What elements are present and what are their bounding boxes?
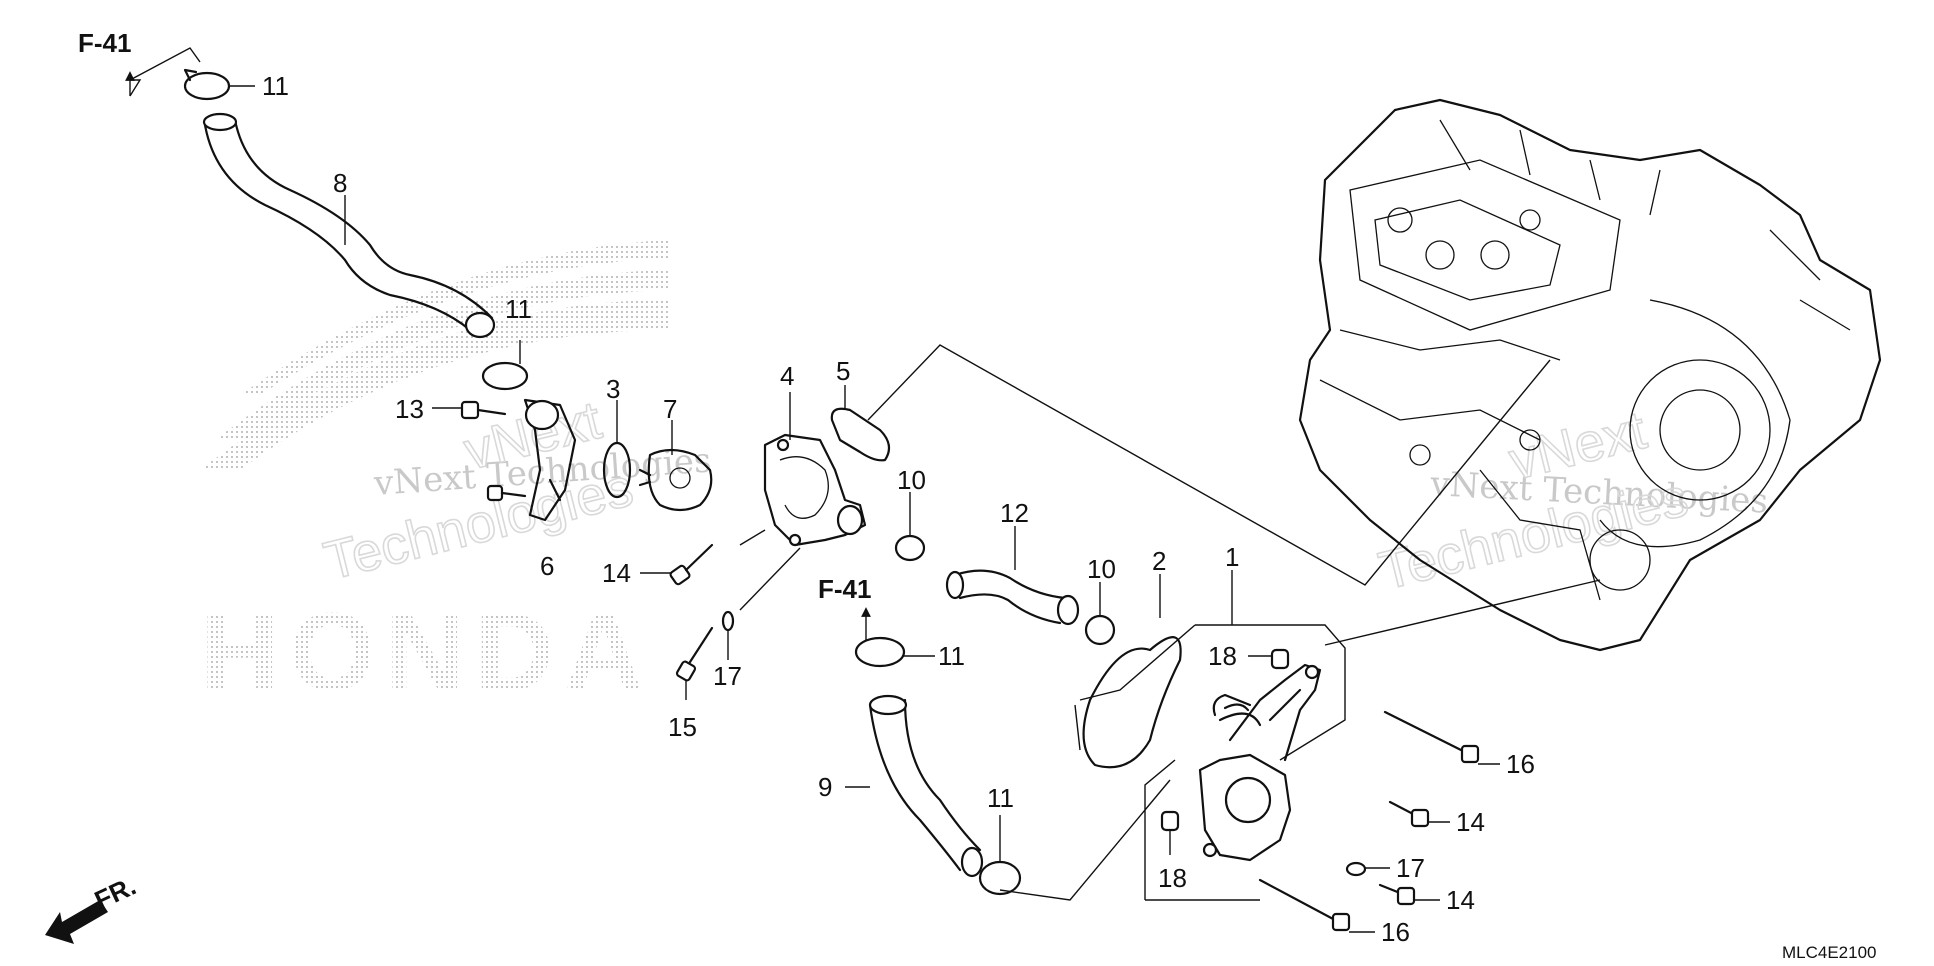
hose-9: [868, 694, 984, 878]
callout-11: 11: [987, 783, 1014, 813]
callout-2: 2: [1152, 546, 1166, 576]
callout-14: 14: [1446, 885, 1475, 915]
callout-8: 8: [333, 168, 347, 198]
washer-17-left: [721, 610, 735, 632]
callout-11: 11: [262, 71, 289, 101]
dowel-18-lower: [1160, 810, 1180, 832]
pump-bracket-left: [1074, 624, 1196, 751]
honda-watermark-logo: HONDA: [200, 240, 670, 714]
callout-6: 6: [540, 551, 554, 581]
bolt-15: [675, 626, 714, 682]
callout-5: 5: [836, 356, 850, 386]
callout-7: 7: [663, 394, 677, 424]
bolt-14-right-upper: [1388, 800, 1430, 828]
callout-3: 3: [606, 374, 620, 404]
hose-8: [202, 112, 496, 339]
callout-16: 16: [1381, 917, 1410, 947]
callout-16: 16: [1506, 749, 1535, 779]
thermostat-7: [638, 448, 713, 512]
callout-14: 14: [1456, 807, 1485, 837]
callout-18: 18: [1208, 641, 1237, 671]
callout-leaders: [229, 85, 1500, 933]
honda-watermark-text: HONDA: [200, 591, 653, 714]
callout-9: 9: [818, 772, 832, 802]
callout-17: 17: [713, 661, 742, 691]
diagram-code: MLC4E2100: [1782, 943, 1877, 962]
clamp-10-left: [894, 534, 926, 562]
callout-1: 1: [1225, 542, 1239, 572]
washer-17-right: [1345, 861, 1367, 877]
ref-label-f41-top[interactable]: F-41: [78, 28, 131, 58]
callout-10: 10: [897, 465, 926, 495]
callout-12: 12: [1000, 498, 1029, 528]
clamp-11-top: [183, 68, 231, 101]
leader-housing-bolts: [739, 529, 801, 611]
callouts: 11 8 11 13 3 7 4 5 6 14 10 12 10 2 1 18 …: [262, 71, 1535, 947]
bolt-16-upper: [1383, 710, 1480, 764]
callout-11: 11: [505, 294, 532, 324]
pump-bracket: [1144, 624, 1346, 901]
clamp-11-lower: [854, 636, 906, 668]
callout-15: 15: [668, 712, 697, 742]
leader-engine-top: [867, 344, 1551, 586]
bolt-14-left: [669, 543, 714, 586]
water-joint-6: [523, 398, 577, 522]
gasket-5: [830, 407, 891, 462]
clamp-10-right: [1084, 614, 1116, 646]
callout-11: 11: [938, 641, 965, 671]
dowel-18-upper: [1270, 648, 1290, 670]
bolt-13: [460, 400, 527, 502]
leader-engine-right: [1324, 579, 1601, 646]
water-pump-1: [1198, 663, 1322, 862]
front-direction-arrow: FR.: [45, 871, 141, 944]
leader-hose9-pump: [999, 779, 1171, 901]
callout-4: 4: [780, 361, 794, 391]
hose-12: [945, 569, 1080, 626]
clamp-11-mid: [481, 361, 529, 391]
callout-13: 13: [395, 394, 424, 424]
bolt-14-right-lower: [1378, 883, 1416, 906]
thermostat-housing-4: [763, 433, 867, 547]
clamp-11-bottom: [978, 860, 1022, 896]
ref-arrow-f41-top: [129, 47, 201, 97]
callout-10: 10: [1087, 554, 1116, 584]
o-ring-2: [1082, 636, 1182, 769]
callout-17: 17: [1396, 853, 1425, 883]
bolt-16-lower: [1258, 878, 1351, 932]
callout-14: 14: [602, 558, 631, 588]
ref-label-f41-mid[interactable]: F-41: [818, 574, 871, 604]
callout-18: 18: [1158, 863, 1187, 893]
engine-block: [1298, 98, 1882, 652]
